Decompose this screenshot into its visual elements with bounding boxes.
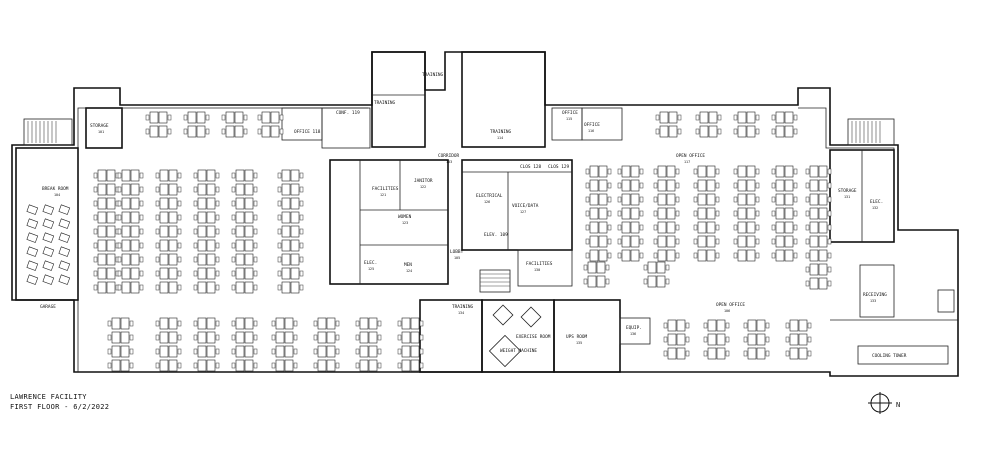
label-weight-machine: WEIGHT MACHINE bbox=[500, 348, 537, 354]
num-elec-right: 132 bbox=[872, 206, 878, 210]
num-training-114: 114 bbox=[497, 136, 503, 140]
north-arrow-icon: N bbox=[868, 392, 901, 414]
break-room-tables bbox=[26, 204, 71, 285]
num-receiving: 133 bbox=[870, 299, 876, 303]
num-men: 124 bbox=[406, 269, 412, 273]
num-corridor: 103 bbox=[446, 160, 452, 164]
num-training-bottom: 134 bbox=[458, 311, 464, 315]
num-facilities-left: 121 bbox=[380, 193, 386, 197]
exercise-equipment bbox=[488, 304, 542, 368]
label-equip: EQUIP. bbox=[626, 325, 642, 331]
num-ups-room: 135 bbox=[576, 341, 582, 345]
label-facilities-left: FACILITIES bbox=[372, 186, 399, 192]
stair-right bbox=[847, 118, 895, 146]
label-open-office-top: OPEN OFFICE bbox=[676, 153, 705, 159]
label-elec-right: ELEC. bbox=[870, 199, 883, 205]
room-labels: TRAINING TRAINING TRAINING 114 STORAGE 1… bbox=[40, 72, 907, 359]
label-office-116: OFFICE bbox=[584, 122, 600, 128]
num-break-room: 104 bbox=[54, 193, 60, 197]
num-women: 123 bbox=[402, 221, 408, 225]
label-office-115: OFFICE bbox=[562, 110, 578, 116]
num-equip: 136 bbox=[630, 332, 636, 336]
num-janitor: 122 bbox=[420, 185, 426, 189]
stair-lobby bbox=[479, 269, 511, 293]
label-women: WOMEN bbox=[398, 214, 412, 220]
label-men: MEN bbox=[404, 262, 412, 268]
label-training-bottom: TRAINING bbox=[452, 304, 474, 310]
label-storage-101: STORAGE bbox=[90, 123, 109, 129]
num-office-116: 116 bbox=[588, 129, 594, 133]
workstation-desks bbox=[93, 111, 832, 372]
label-open-office-bottom: OPEN OFFICE bbox=[716, 302, 745, 308]
num-open-office-bottom: 106 bbox=[724, 309, 730, 313]
label-elev: ELEV. 109 bbox=[484, 232, 508, 238]
floor-date: FIRST FLOOR - 6/2/2022 bbox=[10, 403, 109, 411]
label-break-room: BREAK ROOM bbox=[42, 186, 69, 192]
num-voice-data: 127 bbox=[520, 210, 526, 214]
num-lobby: 105 bbox=[454, 256, 460, 260]
label-elec-left: ELEC. bbox=[364, 260, 377, 266]
num-electrical: 126 bbox=[484, 200, 490, 204]
title-block: LAWRENCE FACILITY FIRST FLOOR - 6/2/2022 bbox=[10, 393, 109, 411]
label-receiving: RECEIVING bbox=[863, 292, 887, 298]
facility-title: LAWRENCE FACILITY bbox=[10, 393, 87, 401]
label-training-114: TRAINING bbox=[490, 129, 512, 135]
label-clos-128: CLOS 128 bbox=[520, 164, 542, 170]
label-conf-119: CONF. 119 bbox=[336, 110, 360, 116]
label-facilities-right: FACILITIES bbox=[526, 261, 553, 267]
label-corridor: CORRIDOR bbox=[438, 153, 460, 159]
label-exercise-room: EXERCISE ROOM bbox=[516, 334, 551, 340]
label-training-112: TRAINING bbox=[422, 72, 444, 78]
label-training-113: TRAINING bbox=[374, 100, 396, 106]
stair-left bbox=[23, 118, 73, 146]
num-storage-right: 131 bbox=[844, 195, 850, 199]
label-ups-room: UPS ROOM bbox=[566, 334, 588, 340]
label-garage: GARAGE bbox=[40, 304, 56, 310]
interior-walls bbox=[15, 51, 955, 373]
num-facilities-right: 130 bbox=[534, 268, 540, 272]
label-storage-right: STORAGE bbox=[838, 188, 857, 194]
label-janitor: JANITOR bbox=[414, 178, 433, 184]
svg-text:N: N bbox=[896, 401, 901, 409]
label-clos-129: CLOS 129 bbox=[548, 164, 570, 170]
num-office-115: 115 bbox=[566, 117, 572, 121]
label-voice-data: VOICE/DATA bbox=[512, 203, 539, 209]
num-elec-left: 125 bbox=[368, 267, 374, 271]
num-storage-101: 101 bbox=[98, 130, 104, 134]
label-lobby: LOBBY bbox=[450, 249, 464, 255]
num-open-office-top: 117 bbox=[684, 160, 690, 164]
label-electrical: ELECTRICAL bbox=[476, 193, 503, 199]
label-office-118: OFFICE 118 bbox=[294, 129, 321, 135]
label-cooling-tower: COOLING TOWER bbox=[872, 353, 907, 359]
